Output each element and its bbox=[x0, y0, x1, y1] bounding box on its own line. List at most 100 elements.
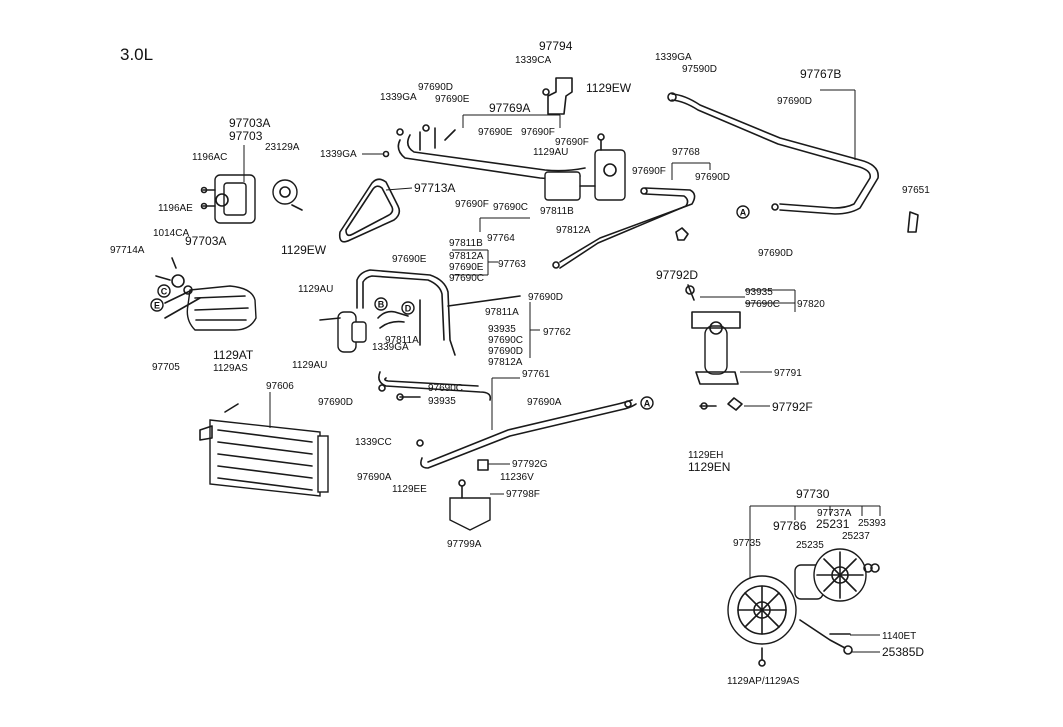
part-label: 97764 bbox=[487, 233, 515, 244]
leader-lines bbox=[243, 89, 881, 653]
part-label: 25393 bbox=[858, 518, 886, 529]
part-label: 97690F bbox=[455, 199, 489, 210]
expansion-valve-block bbox=[544, 133, 626, 201]
part-label: 1140ET bbox=[882, 631, 916, 642]
part-label: 93935 bbox=[745, 287, 773, 298]
part-label: 97791 bbox=[774, 368, 802, 379]
part-label: 97703 bbox=[229, 129, 263, 143]
part-label: 1339GA bbox=[320, 149, 357, 160]
part-label: 97763 bbox=[498, 259, 526, 270]
part-label: 1339GA bbox=[655, 52, 692, 63]
part-label: 97690D bbox=[777, 96, 812, 107]
part-label: 1339CC bbox=[355, 437, 392, 448]
part-label: 1129EH bbox=[688, 450, 723, 461]
part-label: 97705 bbox=[152, 362, 180, 373]
hose-assembly-middle bbox=[319, 269, 521, 356]
condenser bbox=[199, 403, 329, 497]
ref-marker-b: B bbox=[374, 297, 388, 311]
ref-marker-e: E bbox=[150, 298, 164, 312]
pipe-bracket bbox=[542, 77, 573, 115]
part-label: 23129A bbox=[265, 142, 300, 153]
part-label: 97820 bbox=[797, 299, 825, 310]
part-label: 97811B bbox=[449, 238, 483, 249]
part-label: 97690F bbox=[632, 166, 666, 177]
svg-text:D: D bbox=[405, 304, 412, 314]
part-label: 97690D bbox=[695, 172, 730, 183]
part-label: 97735 bbox=[733, 538, 761, 549]
part-label: 97792F bbox=[772, 400, 813, 414]
part-label: 97690D bbox=[418, 82, 453, 93]
part-label: 1339GA bbox=[380, 92, 417, 103]
part-label: 97811A bbox=[485, 307, 519, 318]
part-label: 97703A bbox=[229, 116, 270, 130]
part-label: 97730 bbox=[796, 487, 830, 501]
part-label: 1129AU bbox=[298, 284, 333, 295]
part-label: 93935 bbox=[488, 324, 516, 335]
svg-text:A: A bbox=[644, 399, 651, 409]
ref-marker-a-2: A bbox=[640, 396, 654, 410]
part-label: 97690C bbox=[449, 273, 484, 284]
part-label: 1129EW bbox=[281, 243, 327, 257]
part-label: 11236V bbox=[500, 472, 534, 483]
part-label: 97690E bbox=[435, 94, 470, 105]
part-label: 97792D bbox=[656, 268, 698, 282]
part-label: 1129AT bbox=[213, 348, 254, 362]
part-label: 97713A bbox=[414, 181, 455, 195]
part-label: 97812A bbox=[488, 357, 523, 368]
receiver-drier bbox=[685, 284, 743, 411]
part-label: 97690E bbox=[392, 254, 427, 265]
compressor-lower-bracket bbox=[155, 257, 257, 331]
part-label: 97690C bbox=[745, 299, 780, 310]
part-label: 97690E bbox=[478, 127, 513, 138]
part-label: 97769A bbox=[489, 101, 530, 115]
part-label: 97690D bbox=[528, 292, 563, 303]
ref-marker-c: C bbox=[157, 284, 171, 298]
magnetic-clutch bbox=[272, 179, 303, 211]
part-label: 97690C bbox=[428, 383, 463, 394]
part-label: 93935 bbox=[428, 396, 456, 407]
part-label: 97690D bbox=[488, 346, 523, 357]
part-label: 97606 bbox=[266, 381, 294, 392]
hose-97767b bbox=[667, 92, 879, 215]
part-label: 25235 bbox=[796, 540, 824, 551]
part-label: 1129AU bbox=[292, 360, 327, 371]
part-label: 97811A bbox=[385, 335, 419, 346]
part-label: 97690C bbox=[488, 335, 523, 346]
part-label: 1014CA bbox=[153, 228, 189, 239]
condenser-bracket bbox=[449, 459, 491, 531]
part-label: 1129EE bbox=[392, 484, 427, 495]
svg-text:E: E bbox=[154, 301, 160, 311]
part-label: 97798F bbox=[506, 489, 540, 500]
part-label: 97761 bbox=[522, 369, 550, 380]
part-label: 97690A bbox=[357, 472, 392, 483]
part-label: 97714A bbox=[110, 245, 145, 256]
part-label: 1129AP/1129AS bbox=[727, 676, 800, 687]
part-label: 97812A bbox=[449, 251, 484, 262]
part-label: 1339GA bbox=[372, 342, 409, 353]
ref-marker-a-1: A bbox=[736, 205, 750, 219]
part-label: 97590D bbox=[682, 64, 717, 75]
part-label: 25385D bbox=[882, 645, 924, 659]
part-label: 97690E bbox=[449, 262, 484, 273]
part-label: 97767B bbox=[800, 67, 841, 81]
svg-text:A: A bbox=[740, 208, 747, 218]
part-label: 1129EW bbox=[586, 81, 632, 95]
part-label: 97690F bbox=[555, 137, 589, 148]
drive-belt bbox=[338, 178, 401, 243]
svg-text:B: B bbox=[378, 300, 385, 310]
part-label: 97762 bbox=[543, 327, 571, 338]
svg-text:C: C bbox=[161, 287, 168, 297]
part-label: 97690F bbox=[521, 127, 555, 138]
hose-97761 bbox=[378, 371, 492, 401]
part-label: 1339CA bbox=[515, 55, 551, 66]
part-label: 1196AE bbox=[158, 203, 193, 214]
part-label: 97690D bbox=[318, 397, 353, 408]
part-label: 97794 bbox=[539, 39, 573, 53]
part-label: 1129EN bbox=[688, 460, 730, 474]
part-label: 1129AS bbox=[213, 363, 248, 374]
condenser-fan-assembly bbox=[727, 548, 880, 667]
part-label: 97703A bbox=[185, 234, 226, 248]
part-label: 25231 bbox=[816, 517, 850, 531]
ref-marker-d: D bbox=[401, 301, 415, 315]
